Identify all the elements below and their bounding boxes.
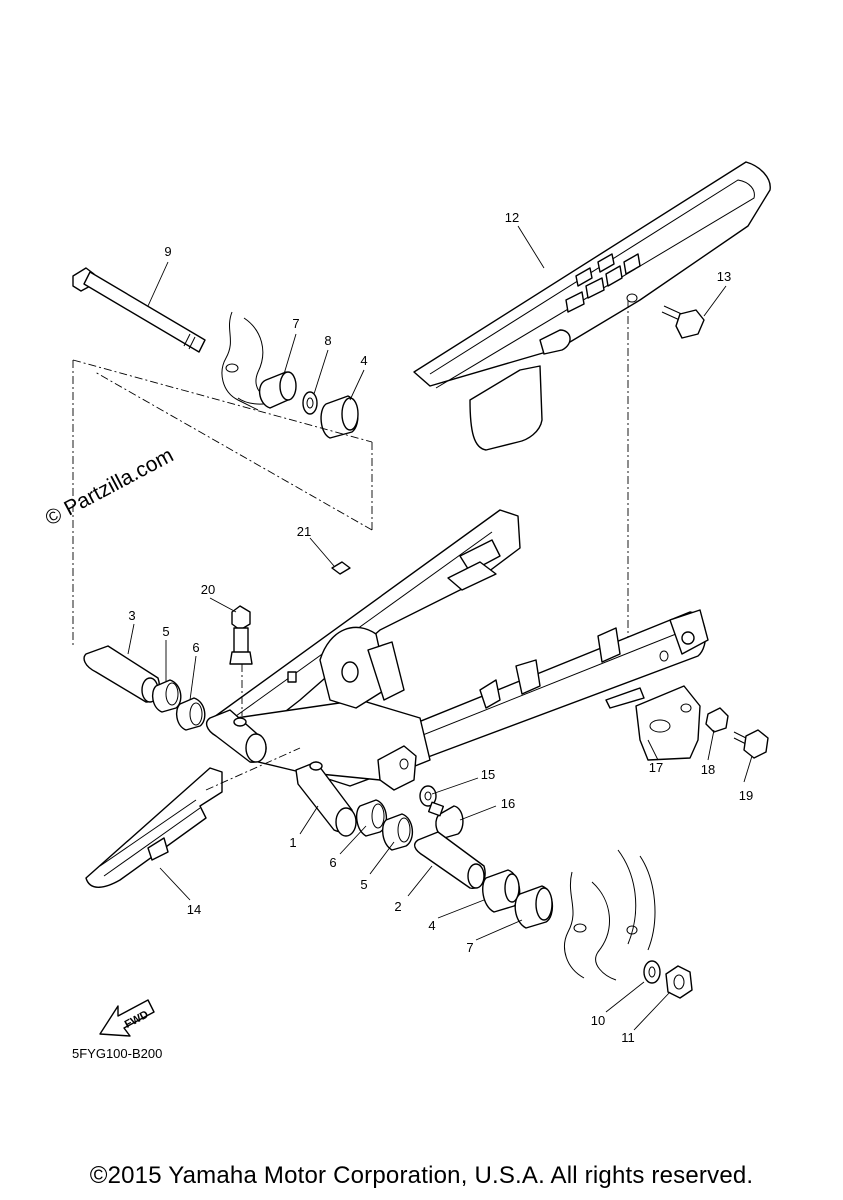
callout-6a: 6 <box>192 640 199 655</box>
part-19-bolt[interactable] <box>733 729 769 759</box>
callout-6b: 6 <box>329 855 336 870</box>
callout-3: 3 <box>128 608 135 623</box>
callout-16: 16 <box>501 796 515 811</box>
callout-labels: 9 7 8 4 12 13 21 20 3 5 6 15 16 17 18 19… <box>128 210 753 1045</box>
part-16-bolt[interactable] <box>427 801 464 839</box>
diagram-code: 5FYG100-B200 <box>72 1046 162 1061</box>
callout-5a: 5 <box>162 624 169 639</box>
part-13-bolt[interactable] <box>661 305 705 339</box>
part-11-nut[interactable] <box>665 965 693 999</box>
part-15-washer[interactable] <box>419 785 437 807</box>
callout-10: 10 <box>591 1013 605 1028</box>
callout-7a: 7 <box>292 316 299 331</box>
frame-fragment-lower <box>564 849 656 981</box>
callout-13: 13 <box>717 269 731 284</box>
part-5-bushing-right[interactable] <box>381 813 413 851</box>
part-14-chain-slider[interactable] <box>85 747 301 888</box>
copyright-notice: ©2015 Yamaha Motor Corporation, U.S.A. A… <box>89 1162 754 1189</box>
callout-20: 20 <box>201 582 215 597</box>
callout-8: 8 <box>324 333 331 348</box>
part-12-chain-guard[interactable] <box>413 161 771 451</box>
callout-2: 2 <box>394 899 401 914</box>
part-6-bearing-right[interactable] <box>355 799 387 837</box>
callout-12: 12 <box>505 210 519 225</box>
reference-lines-pivot <box>72 359 373 648</box>
fwd-arrow-icon: FWD <box>99 999 155 1037</box>
callout-18: 18 <box>701 762 715 777</box>
callout-4a: 4 <box>360 353 367 368</box>
part-6-bearing-left[interactable] <box>175 697 206 731</box>
part-4-bushing-lower[interactable] <box>482 869 521 913</box>
part-10-washer[interactable] <box>643 960 661 984</box>
leader-lines <box>127 225 753 1031</box>
callout-14: 14 <box>187 902 201 917</box>
callout-7b: 7 <box>466 940 473 955</box>
callout-17: 17 <box>649 760 663 775</box>
part-8-washer[interactable] <box>302 391 318 415</box>
part-7-collar-lower[interactable] <box>514 885 553 929</box>
part-1-swing-arm[interactable] <box>205 509 709 837</box>
part-2-collar[interactable] <box>413 831 486 889</box>
callout-19: 19 <box>739 788 753 803</box>
callout-15: 15 <box>481 767 495 782</box>
part-9-pivot-shaft[interactable] <box>72 267 206 353</box>
callout-9: 9 <box>164 244 171 259</box>
callout-21: 21 <box>297 524 311 539</box>
part-21-label[interactable] <box>331 561 351 575</box>
part-5-bushing-left[interactable] <box>151 679 182 713</box>
part-20-grease-nipple[interactable] <box>229 605 253 716</box>
partzilla-watermark: © Partzilla.com <box>42 444 178 531</box>
part-3-collar[interactable] <box>83 645 160 703</box>
callout-1: 1 <box>289 835 296 850</box>
part-4-bushing-upper[interactable] <box>320 395 359 439</box>
part-18-bolt[interactable] <box>705 707 729 733</box>
part-17-chain-guide[interactable] <box>635 685 701 761</box>
callout-11: 11 <box>621 1030 635 1045</box>
callout-4b: 4 <box>428 918 435 933</box>
callout-5b: 5 <box>360 877 367 892</box>
part-7-collar-upper[interactable] <box>259 371 297 409</box>
